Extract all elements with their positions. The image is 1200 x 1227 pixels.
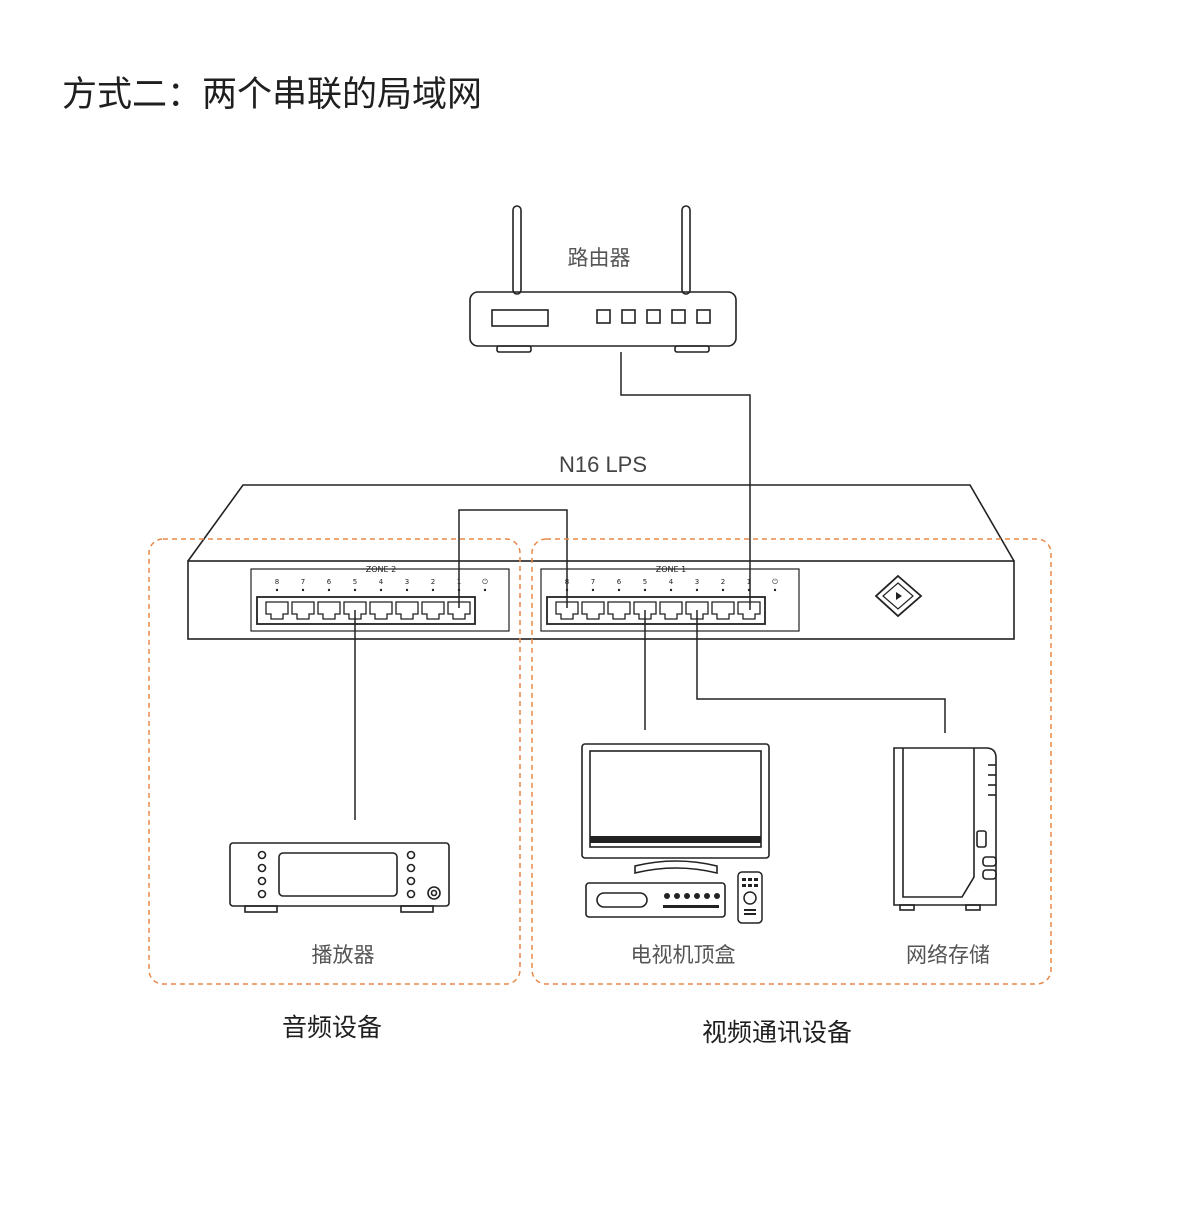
switch-model-label: N16 LPS [558,452,648,477]
zone2-ethernet-port [395,601,419,620]
zone1-ethernet-port [555,601,579,620]
zone2-port-led [353,588,357,592]
video-group-label: 视频通讯设备 [701,1018,853,1047]
zone2-port-number: 8 [275,578,279,586]
zone2-power-icon: ⏻ [482,578,488,586]
zone1-port-number: 1 [747,578,751,586]
audio-group-label: 音频设备 [281,1013,383,1042]
video-zone-box [531,538,1052,985]
zone2-port-number: 7 [301,578,305,586]
zone1-port-number: 3 [695,578,699,586]
zone2-label: ZONE 2 [366,565,396,574]
zone2-ethernet-port [317,601,341,620]
zone2-port-number: 4 [379,578,384,586]
tv-icon [581,743,770,875]
zone1-ethernet-port [633,601,657,620]
zone1-port-number: 7 [591,578,595,586]
zone2-ethernet-port [265,601,289,620]
player-label: 播放器 [311,943,375,967]
cables [354,352,946,820]
zone2-port-led [405,588,409,592]
zone2-ethernet-port [343,601,367,620]
zone1-ethernet-port [659,601,683,620]
page-title: 方式二：两个串联的局域网 [62,75,483,115]
zone1-port-number: 2 [721,578,725,586]
router-label: 路由器 [567,246,631,270]
zone2-ethernet-port [369,601,393,620]
zone1-ethernet-port [737,601,761,620]
zone2-ethernet-port [421,601,445,620]
zone2-port-led [275,588,279,592]
zone1-ethernet-port [607,601,631,620]
zone1-port-led [591,588,595,592]
zone2-port-number: 3 [405,578,409,586]
zone2-port-number: 6 [327,578,332,586]
zone1-port-led [695,588,699,592]
zone1-ethernet-port [581,601,605,620]
zone1-power-icon: ⏻ [772,578,778,586]
zone1-port-number: 4 [669,578,674,586]
cable-nas [696,610,946,733]
nas-icon [893,747,997,911]
router-icon [469,205,737,353]
zone2-header: ZONE 2 [261,565,500,574]
zone2-ethernet-port [291,601,315,620]
zone1-port-number: 5 [643,578,647,586]
zone1-port-led [721,588,725,592]
zone2-port-led [327,588,331,592]
set-top-box-icon [585,882,726,918]
zone1-port-number: 6 [617,578,622,586]
zone2-power-led [483,588,487,592]
zone1-power-led [773,588,777,592]
zone2-port-led [379,588,383,592]
zone2-port-number: 2 [431,578,435,586]
switch-icon [187,484,1015,640]
cable-zone-cascade [458,509,568,608]
zone1-ethernet-port [685,601,709,620]
nas-label: 网络存储 [906,943,990,967]
zone1-port-led [669,588,673,592]
tv-stb-label: 电视机顶盒 [630,943,736,967]
audio-zone-box [148,538,521,985]
zone1-label: ZONE 1 [656,565,686,574]
zone1-port-led [617,588,621,592]
zone1-ethernet-port [711,601,735,620]
cable-router-switch [620,352,751,610]
zone2-port-number: 5 [353,578,357,586]
zone2-ethernet-port [447,601,471,620]
zone1-port-led [643,588,647,592]
player-icon [229,842,450,913]
remote-control-icon [737,871,763,924]
zone2-port-led [431,588,435,592]
zone2-port-led [301,588,305,592]
